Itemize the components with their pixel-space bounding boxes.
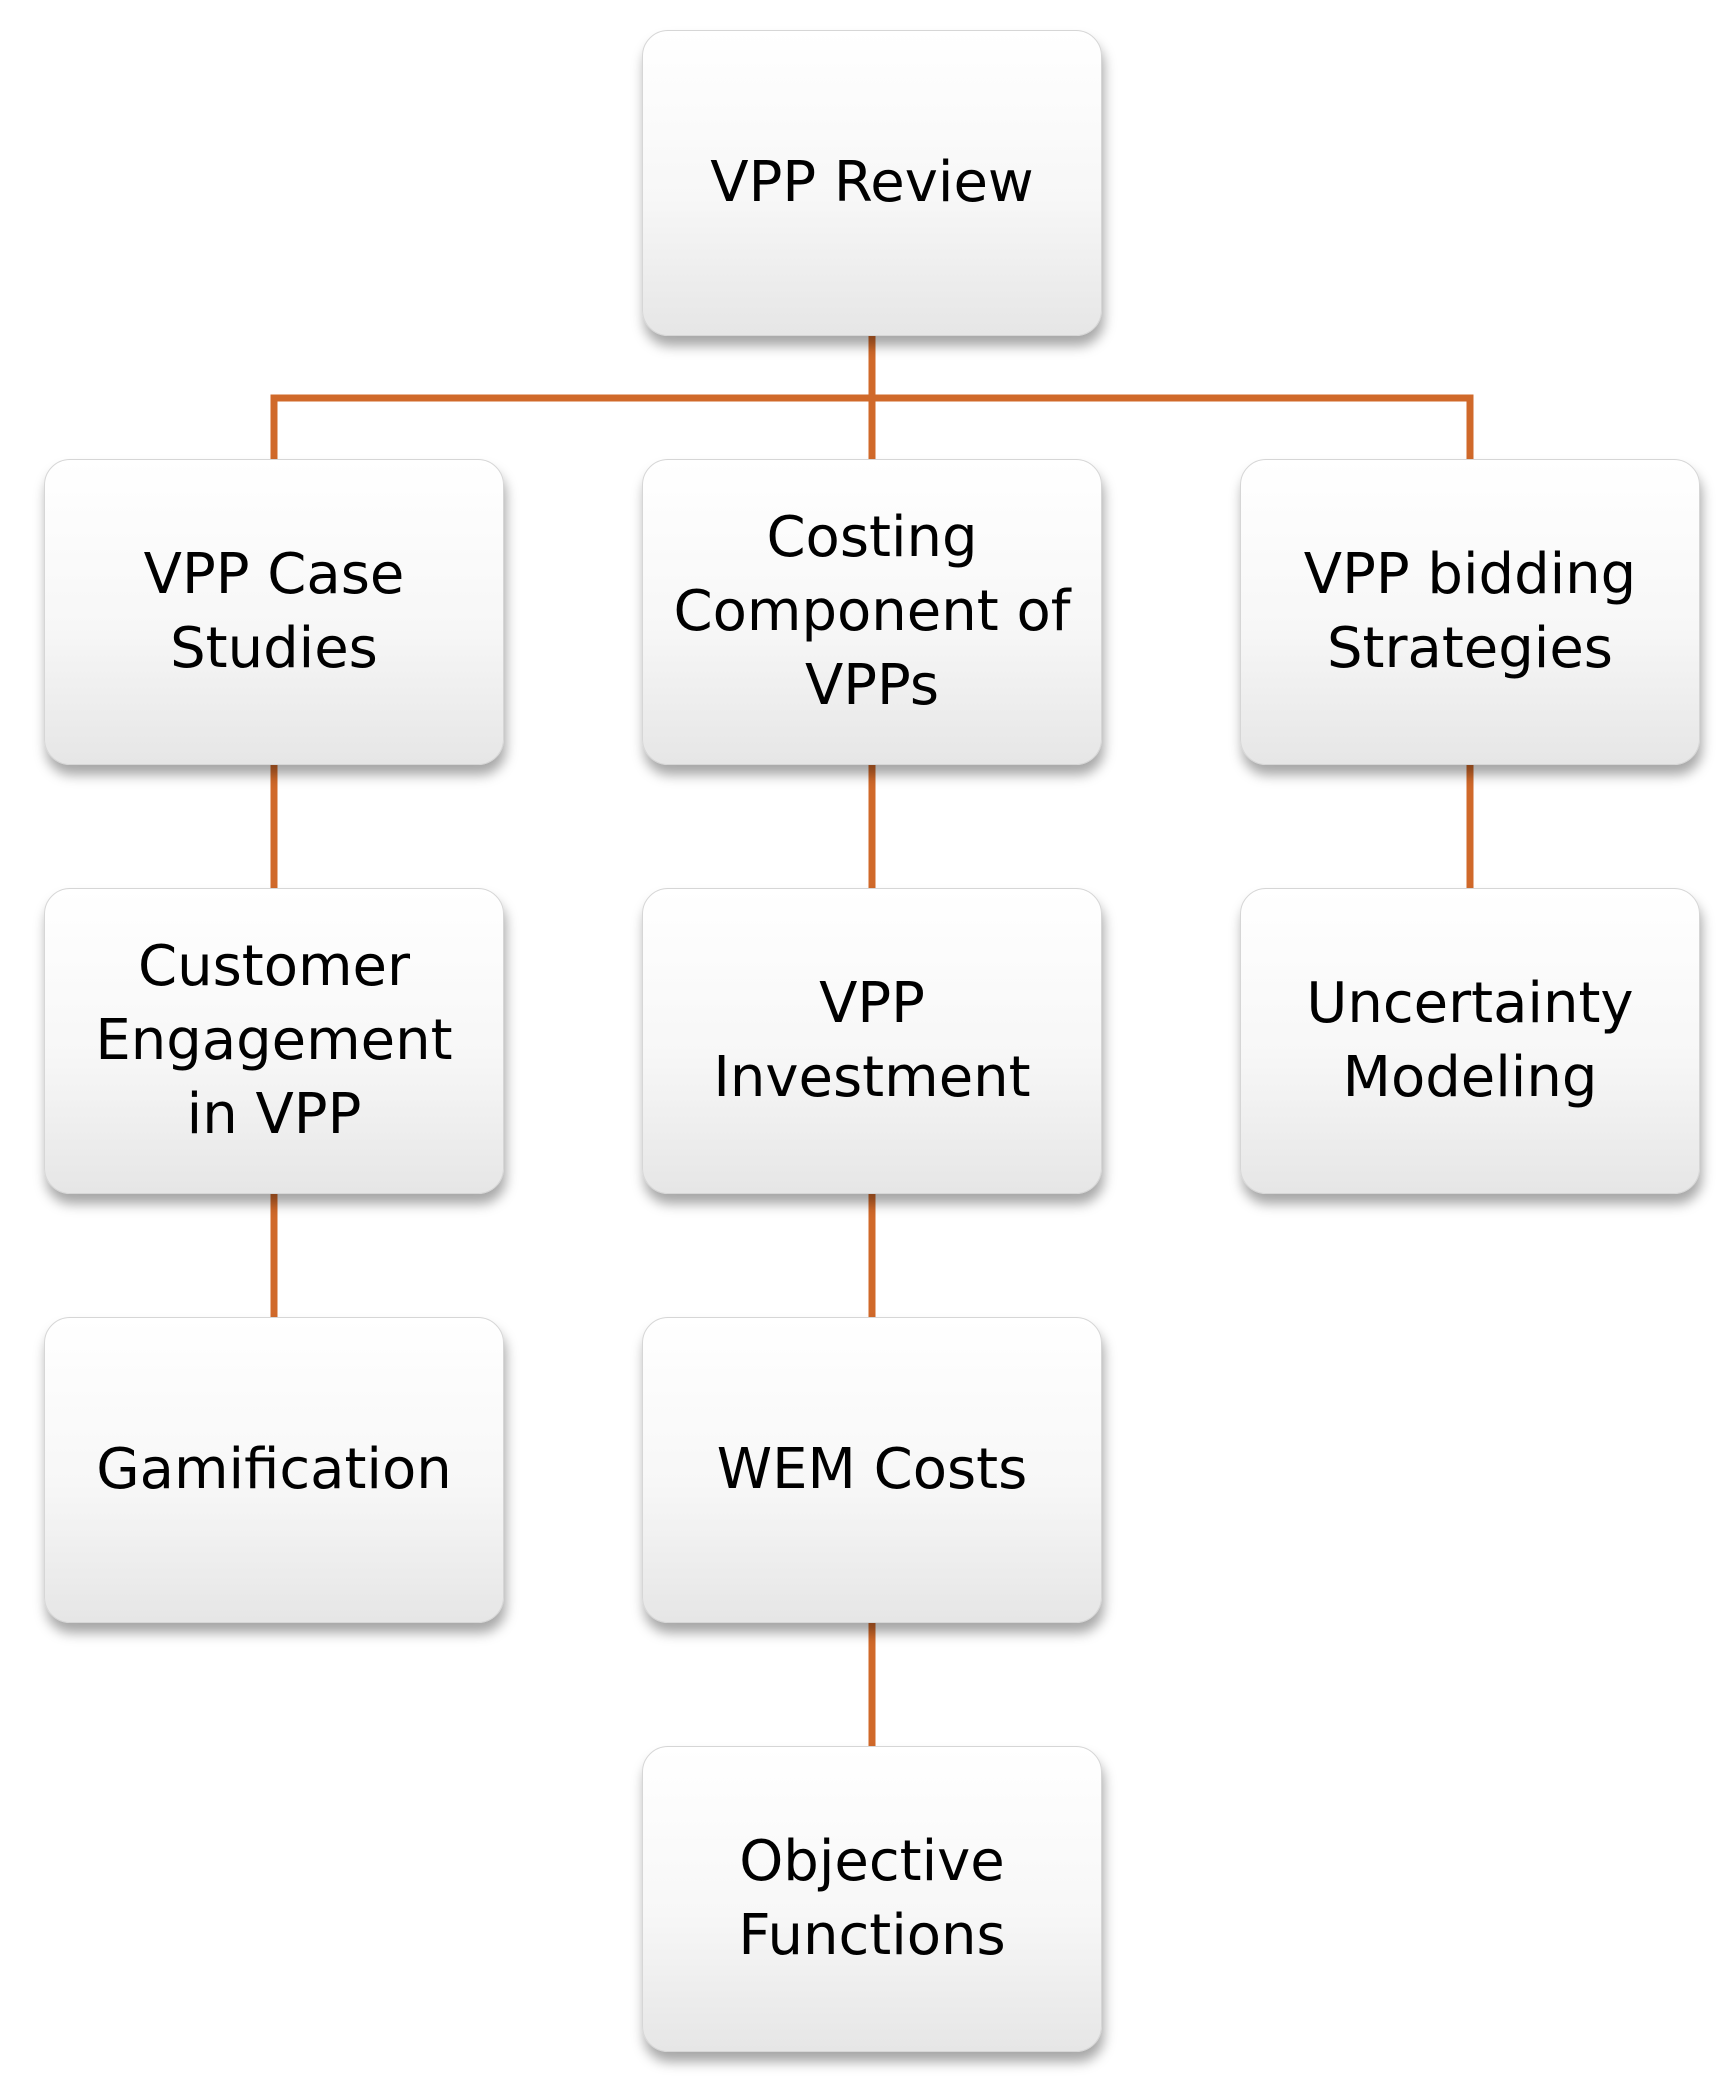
node-vpp-bidding-strategies: VPP bidding Strategies xyxy=(1240,459,1700,765)
node-label: Costing Component of VPPs xyxy=(673,505,1071,718)
node-label: Customer Engagement in VPP xyxy=(95,934,453,1147)
node-vpp-review: VPP Review xyxy=(642,30,1102,336)
node-gamification: Gamification xyxy=(44,1317,504,1623)
node-label: VPP Investment xyxy=(713,971,1031,1110)
node-costing-component: Costing Component of VPPs xyxy=(642,459,1102,765)
node-vpp-case-studies: VPP Case Studies xyxy=(44,459,504,765)
node-wem-costs: WEM Costs xyxy=(642,1317,1102,1623)
node-vpp-investment: VPP Investment xyxy=(642,888,1102,1194)
node-label: Gamification xyxy=(96,1437,452,1502)
node-customer-engagement: Customer Engagement in VPP xyxy=(44,888,504,1194)
node-label: VPP bidding Strategies xyxy=(1303,542,1637,681)
node-label: Uncertainty Modeling xyxy=(1306,971,1634,1110)
node-label: VPP Review xyxy=(710,150,1034,215)
node-label: Objective Functions xyxy=(738,1829,1006,1968)
node-label: WEM Costs xyxy=(716,1437,1028,1502)
node-uncertainty-modeling: Uncertainty Modeling xyxy=(1240,888,1700,1194)
node-label: VPP Case Studies xyxy=(143,542,405,681)
node-objective-functions: Objective Functions xyxy=(642,1746,1102,2052)
